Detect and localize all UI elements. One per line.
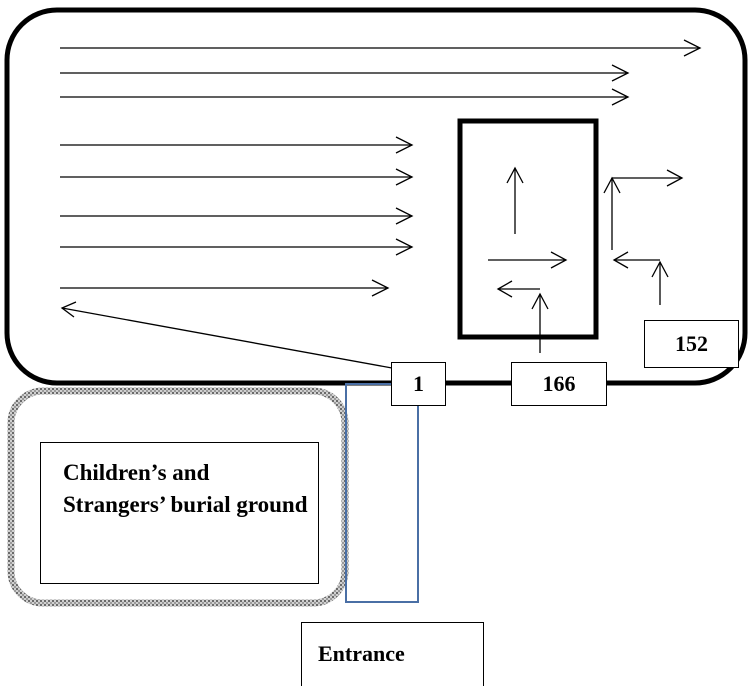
arrow-row-1 bbox=[60, 39, 702, 57]
main-cemetery-outline bbox=[4, 7, 748, 386]
arrow-enclosure-right bbox=[488, 251, 568, 269]
arrow-row-3 bbox=[60, 88, 630, 106]
arrow-east-right bbox=[612, 169, 684, 187]
arrow-row-4 bbox=[60, 136, 414, 154]
arrow-east-up bbox=[603, 176, 621, 250]
arrow-from-152-up bbox=[651, 260, 669, 305]
arrow-to-start bbox=[60, 301, 393, 369]
arrow-row-8 bbox=[60, 279, 390, 297]
arrow-from-166-up bbox=[531, 292, 549, 353]
entrance-path bbox=[345, 383, 419, 603]
burial-ground-label: Children’s and Strangers’ burial ground bbox=[40, 442, 319, 584]
arrow-enclosure-left bbox=[496, 280, 540, 298]
arrow-enclosure-up bbox=[506, 166, 524, 234]
entrance-label: Entrance bbox=[301, 622, 484, 686]
route-arrows bbox=[60, 39, 702, 369]
arrow-row-5 bbox=[60, 168, 414, 186]
plot-marker-152: 152 bbox=[644, 320, 739, 368]
arrow-row-6 bbox=[60, 207, 414, 225]
arrow-row-2 bbox=[60, 64, 630, 82]
arrow-row-7 bbox=[60, 238, 414, 256]
central-enclosure bbox=[457, 118, 599, 340]
plot-marker-166: 166 bbox=[511, 362, 607, 406]
plot-marker-1: 1 bbox=[391, 362, 446, 406]
arrow-east-left bbox=[612, 251, 660, 269]
